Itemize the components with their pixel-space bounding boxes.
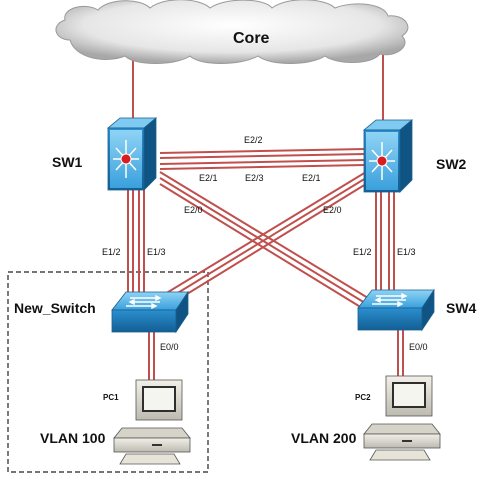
pc1-computer-icon [113, 379, 191, 465]
link-sw1-sw2-c [159, 159, 366, 165]
sw4-label: SW4 [446, 300, 477, 316]
port-sw1-e1-2-label: E1/2 [102, 247, 121, 257]
sw2-label: SW2 [436, 156, 467, 172]
new-switch-icon [111, 290, 189, 334]
sw2-multilayer-switch-icon [362, 119, 414, 193]
link-sw1-sw2-a [159, 148, 366, 154]
link-sw1-sw4-b [159, 177, 371, 307]
port-sw2-e2-1-label: E2/1 [302, 173, 321, 183]
link-sw2-sw3-b [157, 177, 367, 306]
port-sw1-e2-3-label: E2/3 [245, 173, 264, 183]
port-e2-2-label: E2/2 [244, 135, 263, 145]
link-sw1-sw4-a [159, 171, 374, 302]
links [127, 48, 404, 388]
pc1-label: PC1 [103, 393, 119, 402]
pc2-label: PC2 [355, 393, 371, 402]
port-sw2-e2-0-label: E2/0 [323, 205, 342, 215]
link-sw1-sw2-b [159, 153, 366, 159]
link-sw2-sw3-a [154, 171, 367, 301]
sw4-switch-icon [357, 288, 435, 332]
link-sw1-sw2-d [159, 164, 366, 170]
port-sw3-e0-0-label: E0/0 [160, 342, 179, 352]
core-cloud-icon [55, 0, 409, 64]
vlan-200-label: VLAN 200 [291, 430, 357, 446]
vlan-100-label: VLAN 100 [40, 430, 106, 446]
sw1-label: SW1 [52, 154, 83, 170]
port-sw2-e1-2-label: E1/2 [353, 247, 372, 257]
link-sw2-sw3-c [160, 183, 367, 311]
core-label: Core [233, 30, 270, 47]
pc2-computer-icon [363, 375, 441, 461]
port-sw1-e1-3-label: E1/3 [147, 247, 166, 257]
new-switch-label: New_Switch [14, 300, 96, 316]
new-switch-dashed-box [7, 271, 209, 473]
port-sw2-e1-3-label: E1/3 [397, 247, 416, 257]
port-sw1-e2-0-label: E2/0 [184, 205, 203, 215]
port-sw1-e2-1-label: E2/1 [199, 173, 218, 183]
port-sw4-e0-0-label: E0/0 [409, 342, 428, 352]
sw1-multilayer-switch-icon [106, 117, 158, 191]
